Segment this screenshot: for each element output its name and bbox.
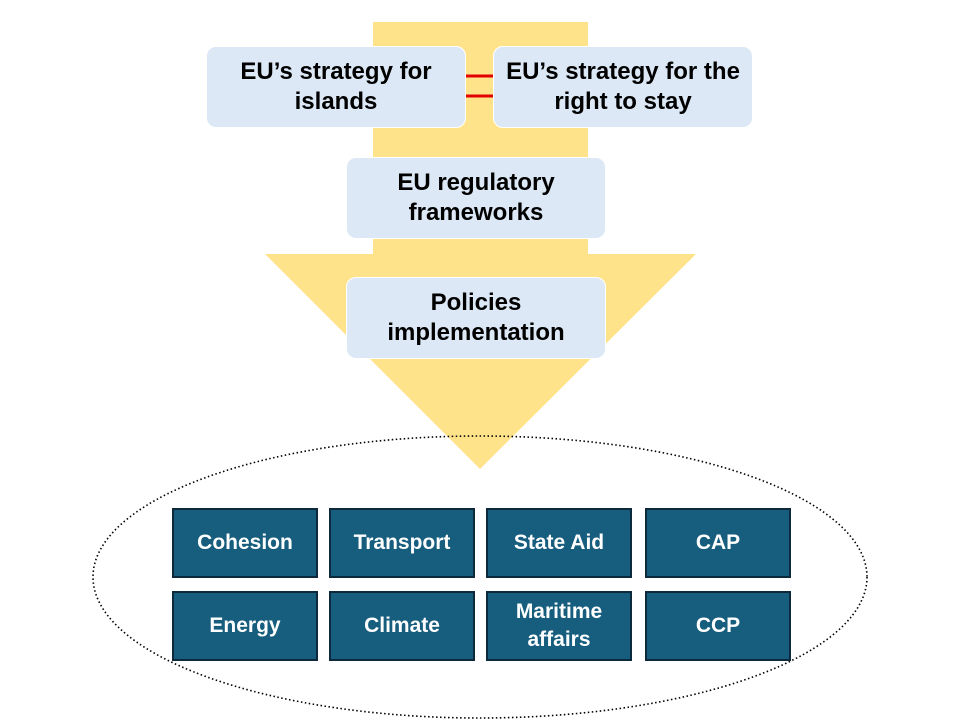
regulatory-frameworks-label: EU regulatory frameworks <box>397 169 555 226</box>
policy-label: CAP <box>695 531 741 554</box>
policy-tile-climate: Climate <box>329 591 475 661</box>
policy-label: State Aid <box>513 531 605 554</box>
right-to-stay-strategy-label: EU’s strategy for the right to stay <box>506 58 740 115</box>
policy-tile-ccp: CCP <box>645 591 791 661</box>
policy-tile-transport: Transport <box>329 508 475 578</box>
policy-label: Maritime affairs <box>515 600 603 651</box>
policy-tile-state-aid: State Aid <box>486 508 632 578</box>
policy-tile-energy: Energy <box>172 591 318 661</box>
policy-label: Energy <box>209 614 281 637</box>
policy-tile-maritime-affairs: Maritime affairs <box>486 591 632 661</box>
islands-strategy-label: EU’s strategy for islands <box>240 58 432 115</box>
policies-implementation-label: Policies implementation <box>387 289 565 346</box>
islands-strategy-box: EU’s strategy for islands <box>206 46 466 128</box>
policy-label: Cohesion <box>197 531 293 554</box>
policy-group-ellipse <box>92 435 868 719</box>
policies-implementation-box: Policies implementation <box>346 277 606 359</box>
policy-tile-cohesion: Cohesion <box>172 508 318 578</box>
policy-label: CCP <box>695 614 741 637</box>
policy-label: Climate <box>364 614 440 637</box>
right-to-stay-strategy-box: EU’s strategy for the right to stay <box>493 46 753 128</box>
regulatory-frameworks-box: EU regulatory frameworks <box>346 157 606 239</box>
policy-label: Transport <box>353 531 451 554</box>
policy-tile-cap: CAP <box>645 508 791 578</box>
